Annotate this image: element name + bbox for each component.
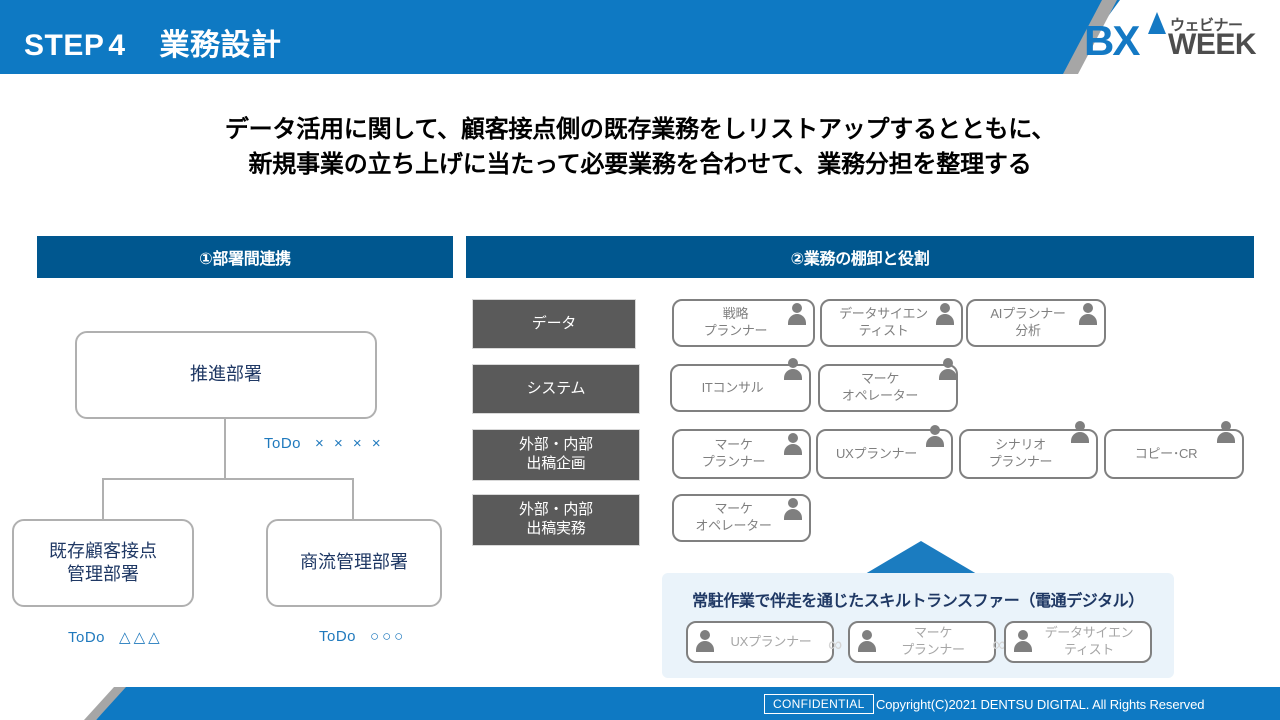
callout-arrow-icon (860, 541, 982, 577)
role-card-label: シナリオプランナー (988, 437, 1053, 469)
callout-panel: 常駐作業で伴走を通じたスキルトランスファー（電通デジタル） UXプランナー ∞ … (662, 573, 1174, 678)
role-card-scenario-planner[interactable]: シナリオプランナー (959, 421, 1098, 479)
callout-card-marketing-planner[interactable]: マーケプランナー (848, 621, 996, 663)
callout-title: 常駐作業で伴走を通じたスキルトランスファー（電通デジタル） (692, 593, 1144, 610)
role-card-label: マーケプランナー (701, 437, 766, 469)
org-connector-horizontal (102, 478, 354, 480)
org-connector-vertical-right (352, 478, 354, 520)
org-box-label: 既存顧客接点管理部署 (49, 540, 157, 584)
org-box-label: 商流管理部署 (300, 552, 408, 573)
person-icon (783, 498, 803, 522)
category-label: 外部・内部出稿実務 (518, 501, 593, 537)
role-card-marketing-planner[interactable]: マーケプランナー (672, 429, 811, 479)
person-icon (925, 425, 945, 449)
section-1-header: ①部署間連携 (37, 236, 453, 278)
role-card-data-scientist[interactable]: データサイエンティスト (820, 299, 963, 347)
person-icon (857, 630, 877, 654)
footer-bar (96, 687, 1280, 720)
person-icon (1078, 303, 1098, 327)
org-connector-vertical-left (102, 478, 104, 520)
role-card-marketing-operator-row4[interactable]: マーケオペレーター (672, 494, 811, 542)
org-box-label: 推進部署 (190, 364, 262, 385)
role-card-label: ITコンサル (701, 379, 764, 395)
section-2-title: ②業務の棚卸と役割 (790, 251, 930, 268)
copyright-text: Copyright(C)2021 DENTSU DIGITAL. All Rig… (876, 697, 1205, 712)
category-box-system[interactable]: システム (472, 364, 640, 414)
role-card-label: UXプランナー (836, 445, 917, 461)
category-box-external-internal-planning[interactable]: 外部・内部出稿企画 (472, 429, 640, 481)
logo-bx-text: BX (1084, 17, 1140, 64)
todo-root: ToDo × × × × (264, 435, 384, 452)
person-icon (695, 630, 715, 654)
link-infinity-icon: ∞ (992, 634, 1007, 656)
org-box-promotion-dept[interactable]: 推進部署 (75, 331, 377, 419)
role-card-label: データサイエンティスト (839, 306, 928, 338)
role-card-label: AIプランナー分析 (990, 306, 1066, 338)
role-card-label: コピー･CR (1134, 445, 1198, 461)
role-card-ux-planner[interactable]: UXプランナー (816, 425, 953, 479)
category-label: データ (531, 314, 577, 332)
person-icon (1013, 630, 1033, 654)
callout-card-label: UXプランナー (730, 633, 812, 649)
callout-card-label: マーケプランナー (901, 625, 965, 657)
logo-webinar-text: ウェビナー (1170, 17, 1243, 34)
todo-label: ToDo (68, 629, 106, 646)
role-card-marketing-operator-row2[interactable]: マーケオペレーター (818, 358, 958, 412)
callout-card-ux-planner[interactable]: UXプランナー (686, 621, 834, 663)
person-icon (783, 358, 803, 382)
logo-arrow-icon (1148, 12, 1166, 34)
person-icon (783, 433, 803, 457)
header-step-label: 業務設計 (159, 29, 282, 62)
headline: データ活用に関して、顧客接点側の既存業務をしリストアップするとともに、 新規事業… (0, 113, 1280, 183)
role-card-strategy-planner[interactable]: 戦略プランナー (672, 299, 815, 347)
todo-left: ToDo △△△ (68, 628, 163, 646)
headline-line-2: 新規事業の立ち上げに当たって必要業務を合わせて、業務分担を整理する (248, 150, 1032, 178)
org-box-existing-customer-contact-dept[interactable]: 既存顧客接点管理部署 (12, 519, 194, 607)
category-box-external-internal-operations[interactable]: 外部・内部出稿実務 (472, 494, 640, 546)
callout-card-data-scientist[interactable]: データサイエンティスト (1004, 621, 1152, 663)
headline-line-1: データ活用に関して、顧客接点側の既存業務をしリストアップするとともに、 (224, 116, 1056, 143)
role-card-copy-cr[interactable]: コピー･CR (1104, 421, 1244, 479)
org-box-commerce-management-dept[interactable]: 商流管理部署 (266, 519, 442, 607)
todo-label: ToDo (319, 628, 357, 645)
todo-marks: × × × × (315, 435, 384, 452)
person-icon (1216, 421, 1236, 445)
header-bar (0, 0, 1120, 74)
category-box-data[interactable]: データ (472, 299, 636, 349)
person-icon (1070, 421, 1090, 445)
todo-marks: ○○○ (370, 628, 407, 645)
role-card-ai-planner-analysis[interactable]: AIプランナー分析 (966, 299, 1106, 347)
header-step-number: 4 (108, 29, 126, 62)
category-label: 外部・内部出稿企画 (518, 436, 593, 472)
role-card-label: マーケオペレーター (695, 501, 772, 533)
section-1-title: ①部署間連携 (199, 251, 291, 268)
role-card-label: マーケオペレーター (841, 371, 919, 403)
logo-week-text: WEEK (1168, 28, 1257, 61)
person-icon (938, 358, 958, 382)
section-2-header: ②業務の棚卸と役割 (466, 236, 1254, 278)
callout-card-label: データサイエンティスト (1044, 625, 1134, 657)
confidential-badge: CONFIDENTIAL (764, 694, 874, 714)
link-infinity-icon: ∞ (828, 634, 843, 656)
role-card-it-consultant[interactable]: ITコンサル (670, 358, 811, 412)
todo-label: ToDo (264, 435, 302, 452)
org-connector-vertical-main (224, 419, 226, 479)
bx-week-logo: BX ウェビナー WEEK (1084, 12, 1264, 70)
header-step-word: STEP (24, 29, 105, 62)
todo-marks: △△△ (119, 629, 163, 646)
todo-right: ToDo ○○○ (319, 628, 406, 645)
person-icon (787, 303, 807, 327)
category-label: システム (526, 379, 586, 397)
person-icon (935, 303, 955, 327)
role-card-label: 戦略プランナー (703, 306, 768, 338)
